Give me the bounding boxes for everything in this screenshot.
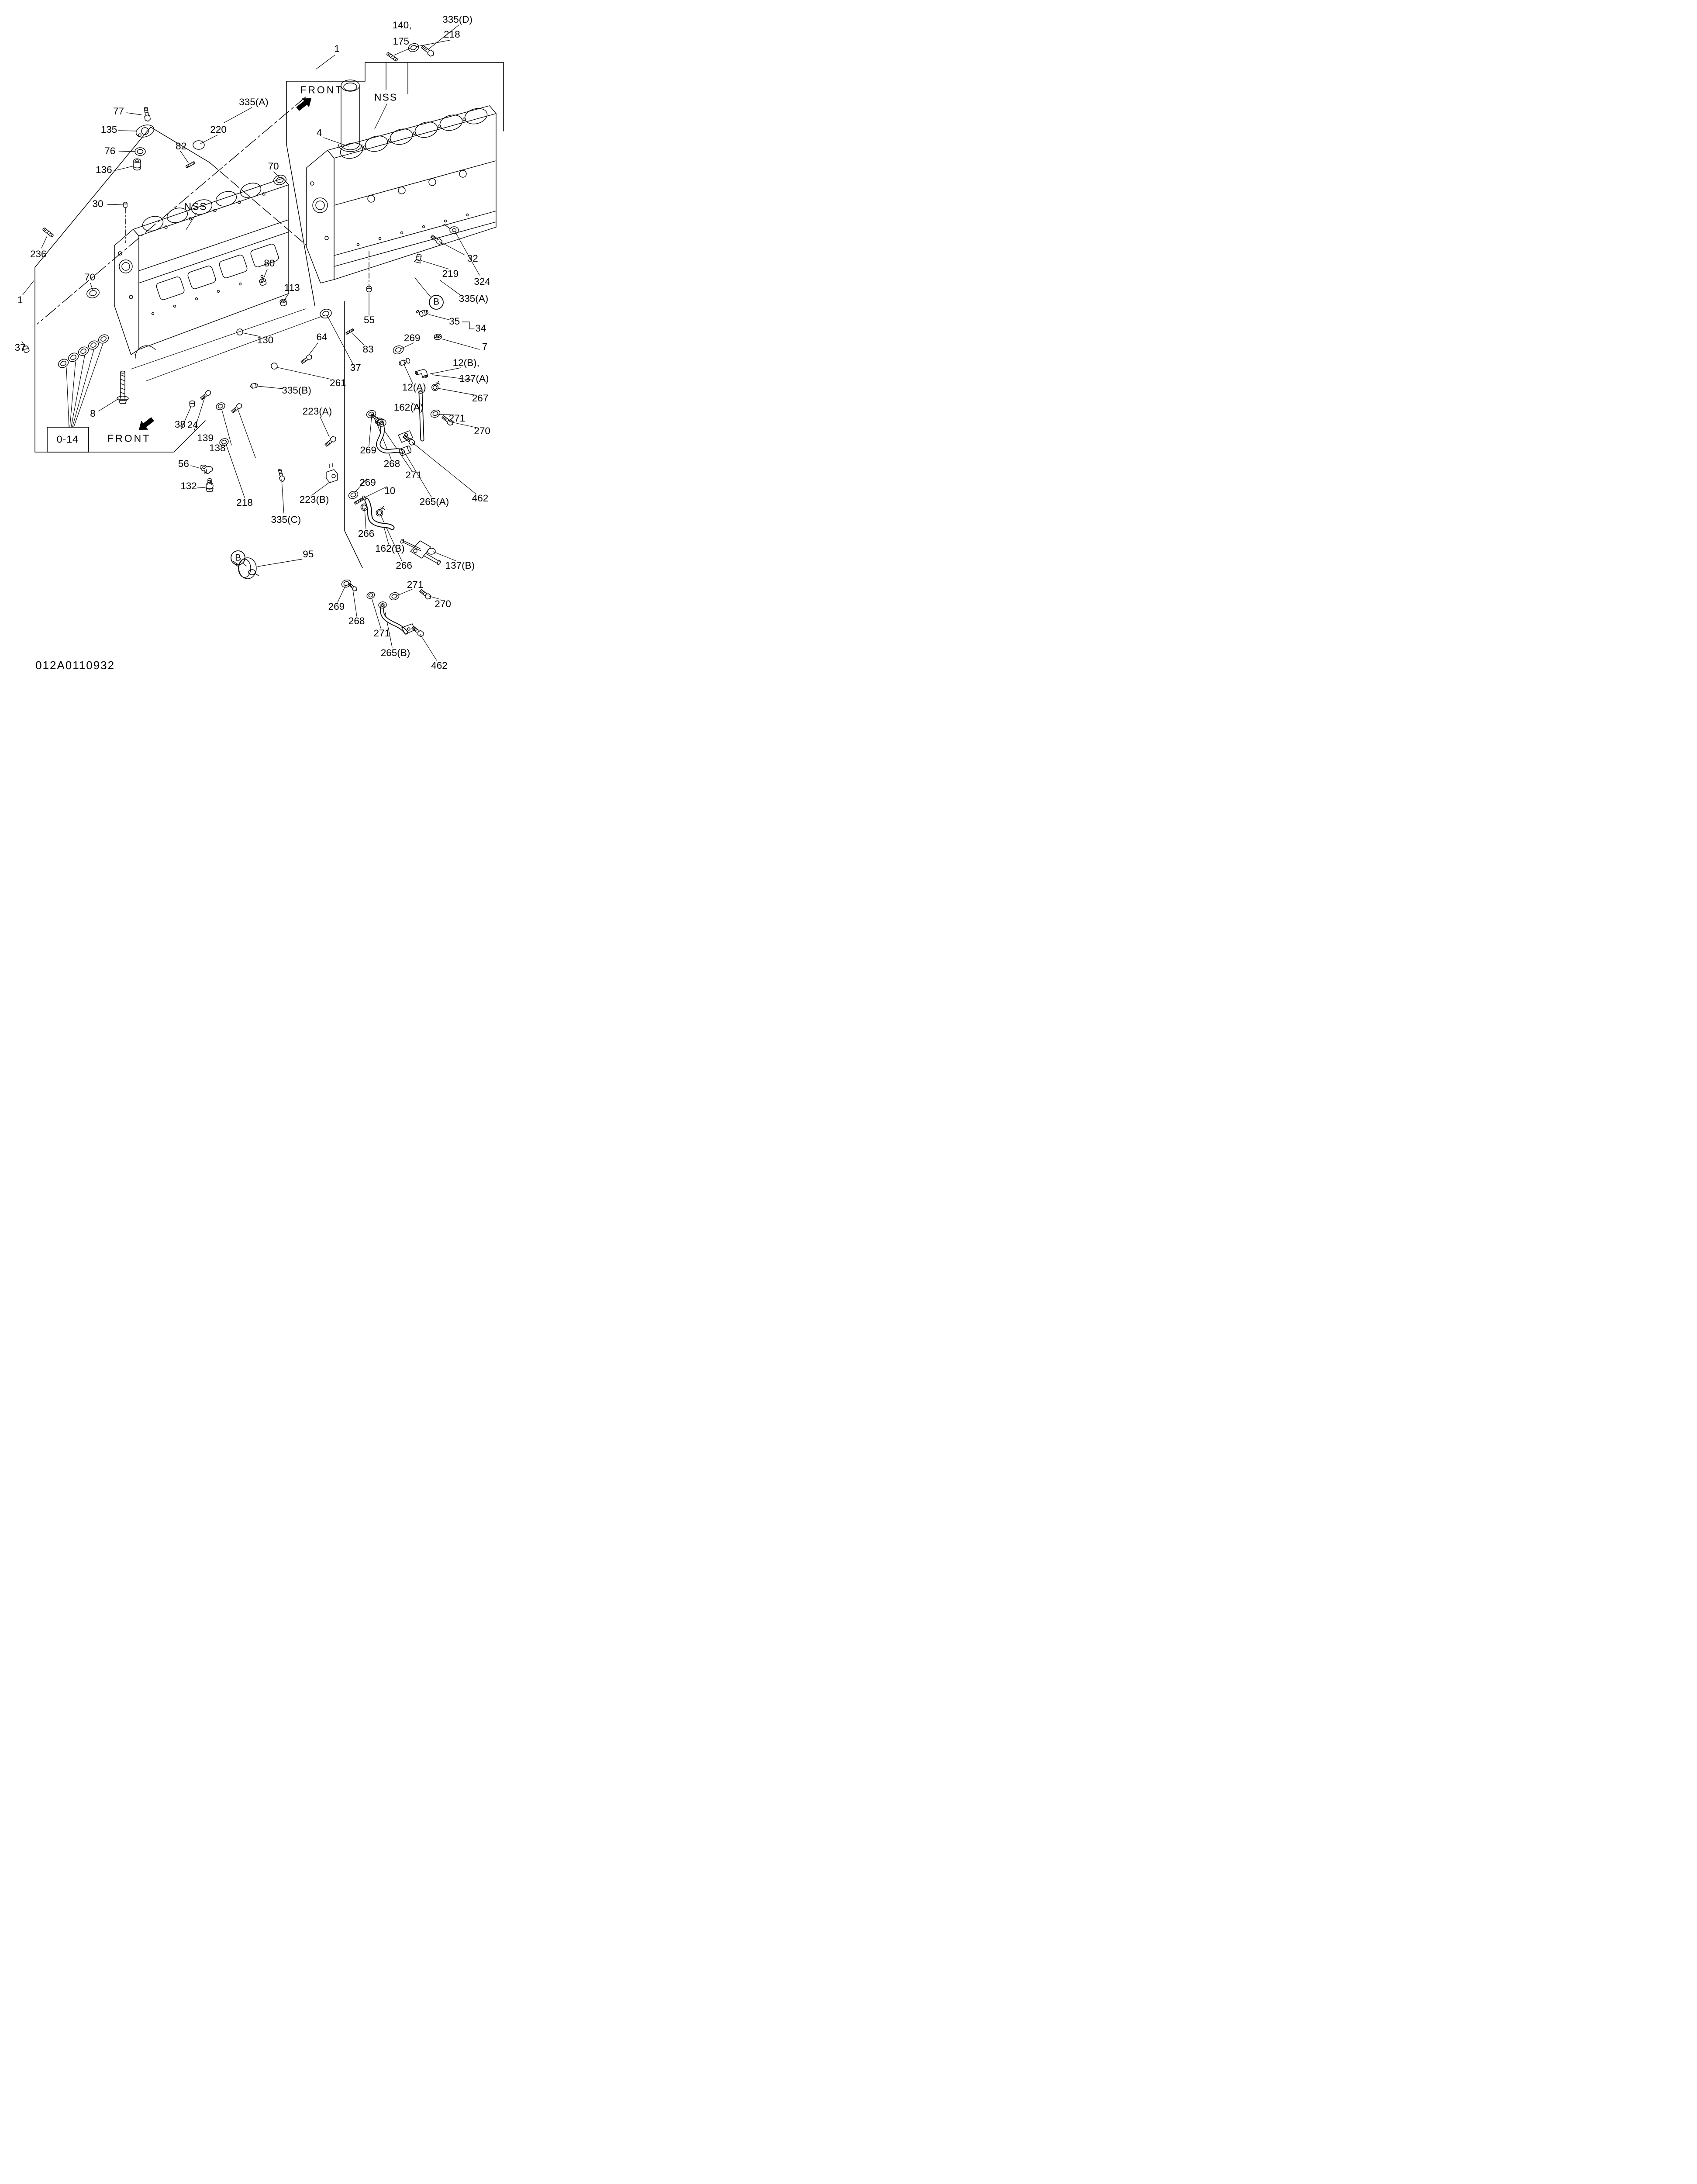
front-arrow-right [293, 93, 315, 114]
parts-diagram-canvas [0, 0, 504, 680]
engine-block-right [307, 80, 496, 283]
oil-pipe-265a [377, 418, 413, 456]
ref-box-0-14 [47, 427, 89, 452]
regulator-95 [233, 558, 259, 579]
sender-35 [415, 307, 429, 318]
part-glyphs [22, 41, 459, 638]
front-arrow-left [135, 414, 157, 435]
detail-circle-b-left [231, 551, 245, 565]
bolt-8 [117, 371, 128, 404]
boundary-lines [35, 62, 504, 568]
bolt-132 [206, 479, 213, 492]
detail-circle-b-right [429, 295, 443, 309]
hose-162b [367, 501, 392, 528]
valve-137b [400, 539, 441, 565]
elbow-fitting-137a [415, 369, 428, 380]
fitting-223b [326, 463, 338, 483]
clip-56 [201, 465, 213, 473]
oil-pipe-265b [378, 601, 415, 634]
engine-block-left [114, 178, 289, 358]
